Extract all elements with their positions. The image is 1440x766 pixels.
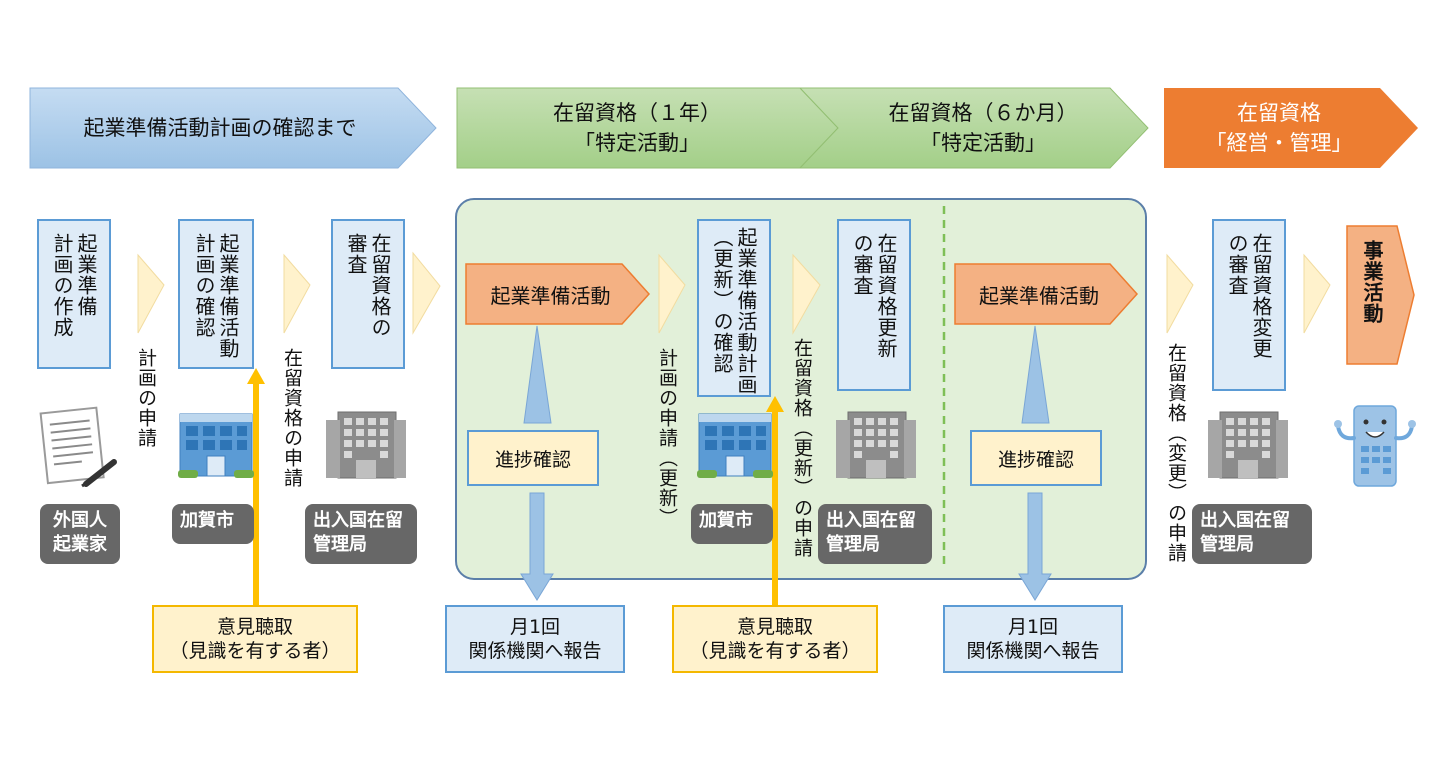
opinion-arrow-2-head [766,396,784,412]
step-renew-review: 在留資格更新 の審査 [837,219,911,391]
phase-prep-label: 起業準備活動計画の確認まで [83,116,357,140]
actor-immigration-3: 出入国在留 管理局 [1192,504,1312,564]
activity-triangle-2 [1021,325,1050,424]
actor-kaga-1: 加賀市 [172,504,254,544]
step-status-review: 在留資格の 審査 [331,219,405,369]
actor-immigration-2: 出入国在留 管理局 [818,504,932,564]
step-status-review-text: 在留資格の 審査 [344,233,392,338]
step-plan-confirm: 起業準備活動 計画の確認 [178,219,254,369]
step-change-review: 在留資格変更 の審査 [1212,219,1286,391]
activity-triangle-1 [523,325,552,424]
progress-check-1: 進捗確認 [467,430,599,486]
prep-activity-2: 起業準備活動 [979,283,1099,308]
opinion-arrow-1-shaft [253,380,259,606]
plan-apply-renew-label: 計画の申請（更新） [656,348,678,528]
flow-chevron-3 [412,251,441,335]
step-plan-renew-confirm: 起業準備活動計画 （更新）の確認 [697,219,771,397]
prep-activity-1-shape [465,263,651,325]
status-apply-renew-label: 在留資格（更新）の申請 [791,338,813,558]
status-apply-label: 在留資格の申請 [281,348,303,488]
immigration-office-building-icon [326,411,406,479]
opinion-hearing-2: 意見聴取 （見識を有する者） [672,605,878,673]
step-plan-create-text: 起業準備 計画の作成 [50,233,98,338]
phase-business-shape [1164,88,1418,168]
step-plan-confirm-text: 起業準備活動 計画の確認 [192,233,240,359]
business-activity-label: 事業活動 [1360,240,1384,324]
flow-chevron-6 [1166,253,1194,334]
happy-building-mascot-icon [1334,405,1416,487]
actor-entrepreneur: 外国人 起業家 [40,504,120,564]
immigration-office-building-icon-3 [1208,411,1288,479]
phase-year1-label: 在留資格（１年） 「特定活動」 [553,101,721,155]
phase-business-label: 在留資格 「経営・管理」 [1205,101,1353,155]
prep-activity-1: 起業準備活動 [490,283,611,308]
flow-chevron-2 [283,253,311,334]
business-activity-shape [1346,225,1415,365]
report-arrow-2 [1018,492,1052,601]
opinion-hearing-1: 意見聴取 （見識を有する者） [152,605,358,673]
opinion-arrow-2-shaft [772,408,778,606]
step-renew-review-text: 在留資格更新 の審査 [850,233,898,359]
report-arrow-1 [520,492,554,601]
document-pen-icon [39,406,117,488]
plan-apply-label: 計画の申請 [135,348,157,448]
monthly-report-1: 月1回 関係機関へ報告 [445,605,625,673]
actor-kaga-2: 加賀市 [691,504,773,544]
step-plan-renew-confirm-text: 起業準備活動計画 （更新）の確認 [710,227,758,395]
flow-chevron-7 [1303,253,1331,334]
step-change-review-text: 在留資格変更 の審査 [1225,233,1273,359]
phase-month6-label: 在留資格（６か月） 「特定活動」 [888,101,1078,155]
phase-chevrons [29,87,1418,169]
actor-immigration-1: 出入国在留 管理局 [305,504,417,564]
immigration-office-building-icon-2 [836,411,916,479]
opinion-arrow-1-head [247,368,265,384]
progress-check-2: 進捗確認 [970,430,1102,486]
phase-prep-shape [29,87,437,169]
flow-chevron-5 [792,253,821,335]
city-hall-building-icon [178,413,254,478]
business-activity-label-wrap: 事業活動 [1347,240,1397,360]
step-plan-create: 起業準備 計画の作成 [37,219,111,369]
status-apply-change-label: 在留資格（変更）の申請 [1165,343,1187,563]
phase-month6-shape [798,87,1149,169]
city-hall-building-icon-2 [697,413,773,478]
monthly-report-2: 月1回 関係機関へ報告 [943,605,1123,673]
prep-activity-2-shape [954,263,1139,325]
flow-chevron-1 [137,253,165,334]
flow-chevron-4 [658,253,686,334]
